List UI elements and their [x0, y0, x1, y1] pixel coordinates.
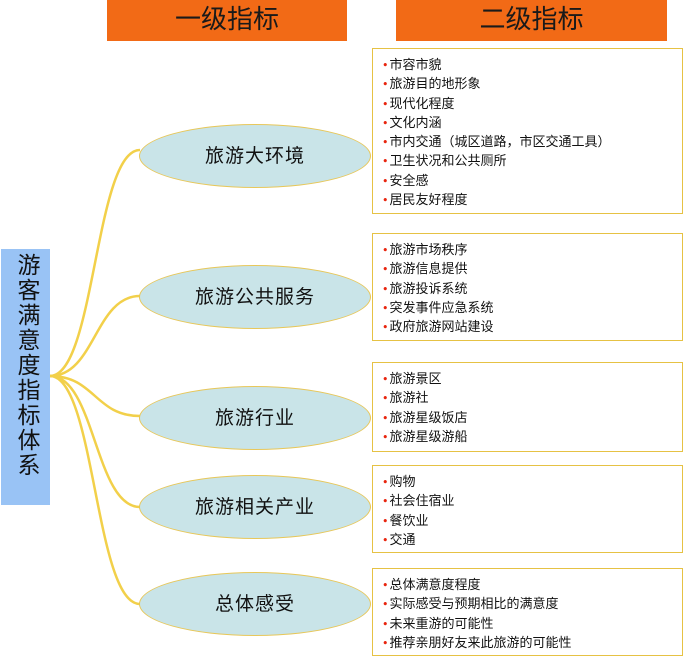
item-label: 居民友好程度	[389, 193, 468, 209]
list-item: •市内交通（城区道路，市区交通工具）	[382, 133, 682, 152]
bullet-icon: •	[382, 282, 389, 296]
list-item: •文化内涵	[382, 114, 682, 133]
bullet-icon: •	[382, 411, 389, 425]
item-label: 旅游目的地形象	[389, 77, 481, 93]
item-label: 市内交通（城区道路，市区交通工具）	[389, 135, 611, 151]
list-item: •政府旅游网站建设	[382, 318, 682, 337]
list-item: •卫生状况和公共厕所	[382, 152, 682, 171]
list-item: •旅游星级饭店	[382, 409, 682, 428]
items-box-environment: •市容市貌•旅游目的地形象•现代化程度•文化内涵•市内交通（城区道路，市区交通工…	[372, 48, 683, 214]
item-label: 实际感受与预期相比的满意度	[389, 597, 559, 613]
item-label: 餐饮业	[389, 513, 429, 529]
item-label: 政府旅游网站建设	[389, 320, 494, 336]
level1-header: 一级指标	[107, 0, 347, 41]
item-label: 社会住宿业	[389, 494, 455, 510]
bullet-icon: •	[382, 59, 389, 72]
node-related-industry: 旅游相关产业	[139, 475, 371, 539]
bullet-icon: •	[382, 155, 389, 169]
item-label: 安全感	[389, 173, 429, 189]
bullet-icon: •	[382, 97, 389, 111]
item-label: 购物	[389, 475, 416, 490]
list-item: •现代化程度	[382, 95, 682, 114]
bullet-icon: •	[382, 392, 389, 406]
root-label: 游客满意度指标体系	[13, 253, 39, 478]
list-item: •交通	[382, 531, 682, 550]
bullet-icon: •	[382, 636, 389, 650]
list-item: •旅游投诉系统	[382, 280, 682, 299]
list-item: •推荐亲朋好友来此旅游的可能性	[382, 634, 682, 653]
list-item: •社会住宿业	[382, 492, 682, 511]
item-label: 旅游投诉系统	[389, 281, 468, 297]
list-item: •旅游信息提供	[382, 260, 682, 279]
list-item: •餐饮业	[382, 512, 682, 531]
list-item: •安全感	[382, 172, 682, 191]
list-item: •居民友好程度	[382, 191, 682, 210]
bullet-icon: •	[382, 244, 389, 257]
node-public-service: 旅游公共服务	[139, 265, 371, 329]
bullet-icon: •	[382, 598, 389, 612]
bullet-icon: •	[382, 136, 389, 150]
list-item: •总体满意度程度	[382, 576, 682, 595]
bullet-icon: •	[382, 373, 389, 386]
item-label: 现代化程度	[389, 96, 455, 112]
list-item: •实际感受与预期相比的满意度	[382, 595, 682, 614]
bullet-icon: •	[382, 301, 389, 315]
level2-header: 二级指标	[396, 0, 667, 41]
item-label: 突发事件应急系统	[389, 300, 494, 316]
bullet-icon: •	[382, 116, 389, 130]
bullet-icon: •	[382, 476, 389, 489]
bullet-icon: •	[382, 174, 389, 188]
item-label: 旅游星级游船	[389, 429, 468, 445]
node-environment: 旅游大环境	[139, 124, 371, 188]
list-item: •购物	[382, 473, 682, 492]
bullet-icon: •	[382, 430, 389, 444]
item-label: 旅游市场秩序	[389, 243, 468, 258]
item-label: 推荐亲朋好友来此旅游的可能性	[389, 635, 572, 651]
item-label: 旅游星级饭店	[389, 410, 468, 426]
list-item: •旅游目的地形象	[382, 75, 682, 94]
item-label: 旅游信息提供	[389, 262, 468, 278]
item-label: 未来重游的可能性	[389, 616, 494, 632]
list-item: •市容市貌	[382, 56, 682, 75]
list-item: •旅游星级游船	[382, 428, 682, 447]
list-item: •旅游景区	[382, 370, 682, 389]
bullet-icon: •	[382, 514, 389, 528]
item-label: 文化内涵	[389, 115, 442, 131]
node-industry: 旅游行业	[139, 386, 371, 450]
bullet-icon: •	[382, 533, 389, 547]
bullet-icon: •	[382, 78, 389, 92]
list-item: •旅游市场秩序	[382, 241, 682, 260]
bullet-icon: •	[382, 263, 389, 277]
bullet-icon: •	[382, 617, 389, 631]
list-item: •旅游社	[382, 389, 682, 408]
list-item: •未来重游的可能性	[382, 615, 682, 634]
item-label: 旅游社	[389, 391, 429, 407]
item-label: 市容市貌	[389, 58, 442, 73]
root-node: 游客满意度指标体系	[1, 249, 50, 505]
node-overall: 总体感受	[139, 572, 371, 636]
items-box-industry: •旅游景区•旅游社•旅游星级饭店•旅游星级游船	[372, 362, 683, 452]
item-label: 旅游景区	[389, 372, 442, 387]
item-label: 卫生状况和公共厕所	[389, 154, 507, 170]
items-box-overall: •总体满意度程度•实际感受与预期相比的满意度•未来重游的可能性•推荐亲朋好友来此…	[372, 568, 683, 656]
bullet-icon: •	[382, 321, 389, 335]
bullet-icon: •	[382, 579, 389, 592]
item-label: 总体满意度程度	[389, 578, 481, 593]
items-box-related-industry: •购物•社会住宿业•餐饮业•交通	[372, 465, 683, 553]
items-box-public-service: •旅游市场秩序•旅游信息提供•旅游投诉系统•突发事件应急系统•政府旅游网站建设	[372, 233, 683, 341]
bullet-icon: •	[382, 194, 389, 208]
bullet-icon: •	[382, 495, 389, 509]
item-label: 交通	[389, 532, 416, 548]
list-item: •突发事件应急系统	[382, 299, 682, 318]
